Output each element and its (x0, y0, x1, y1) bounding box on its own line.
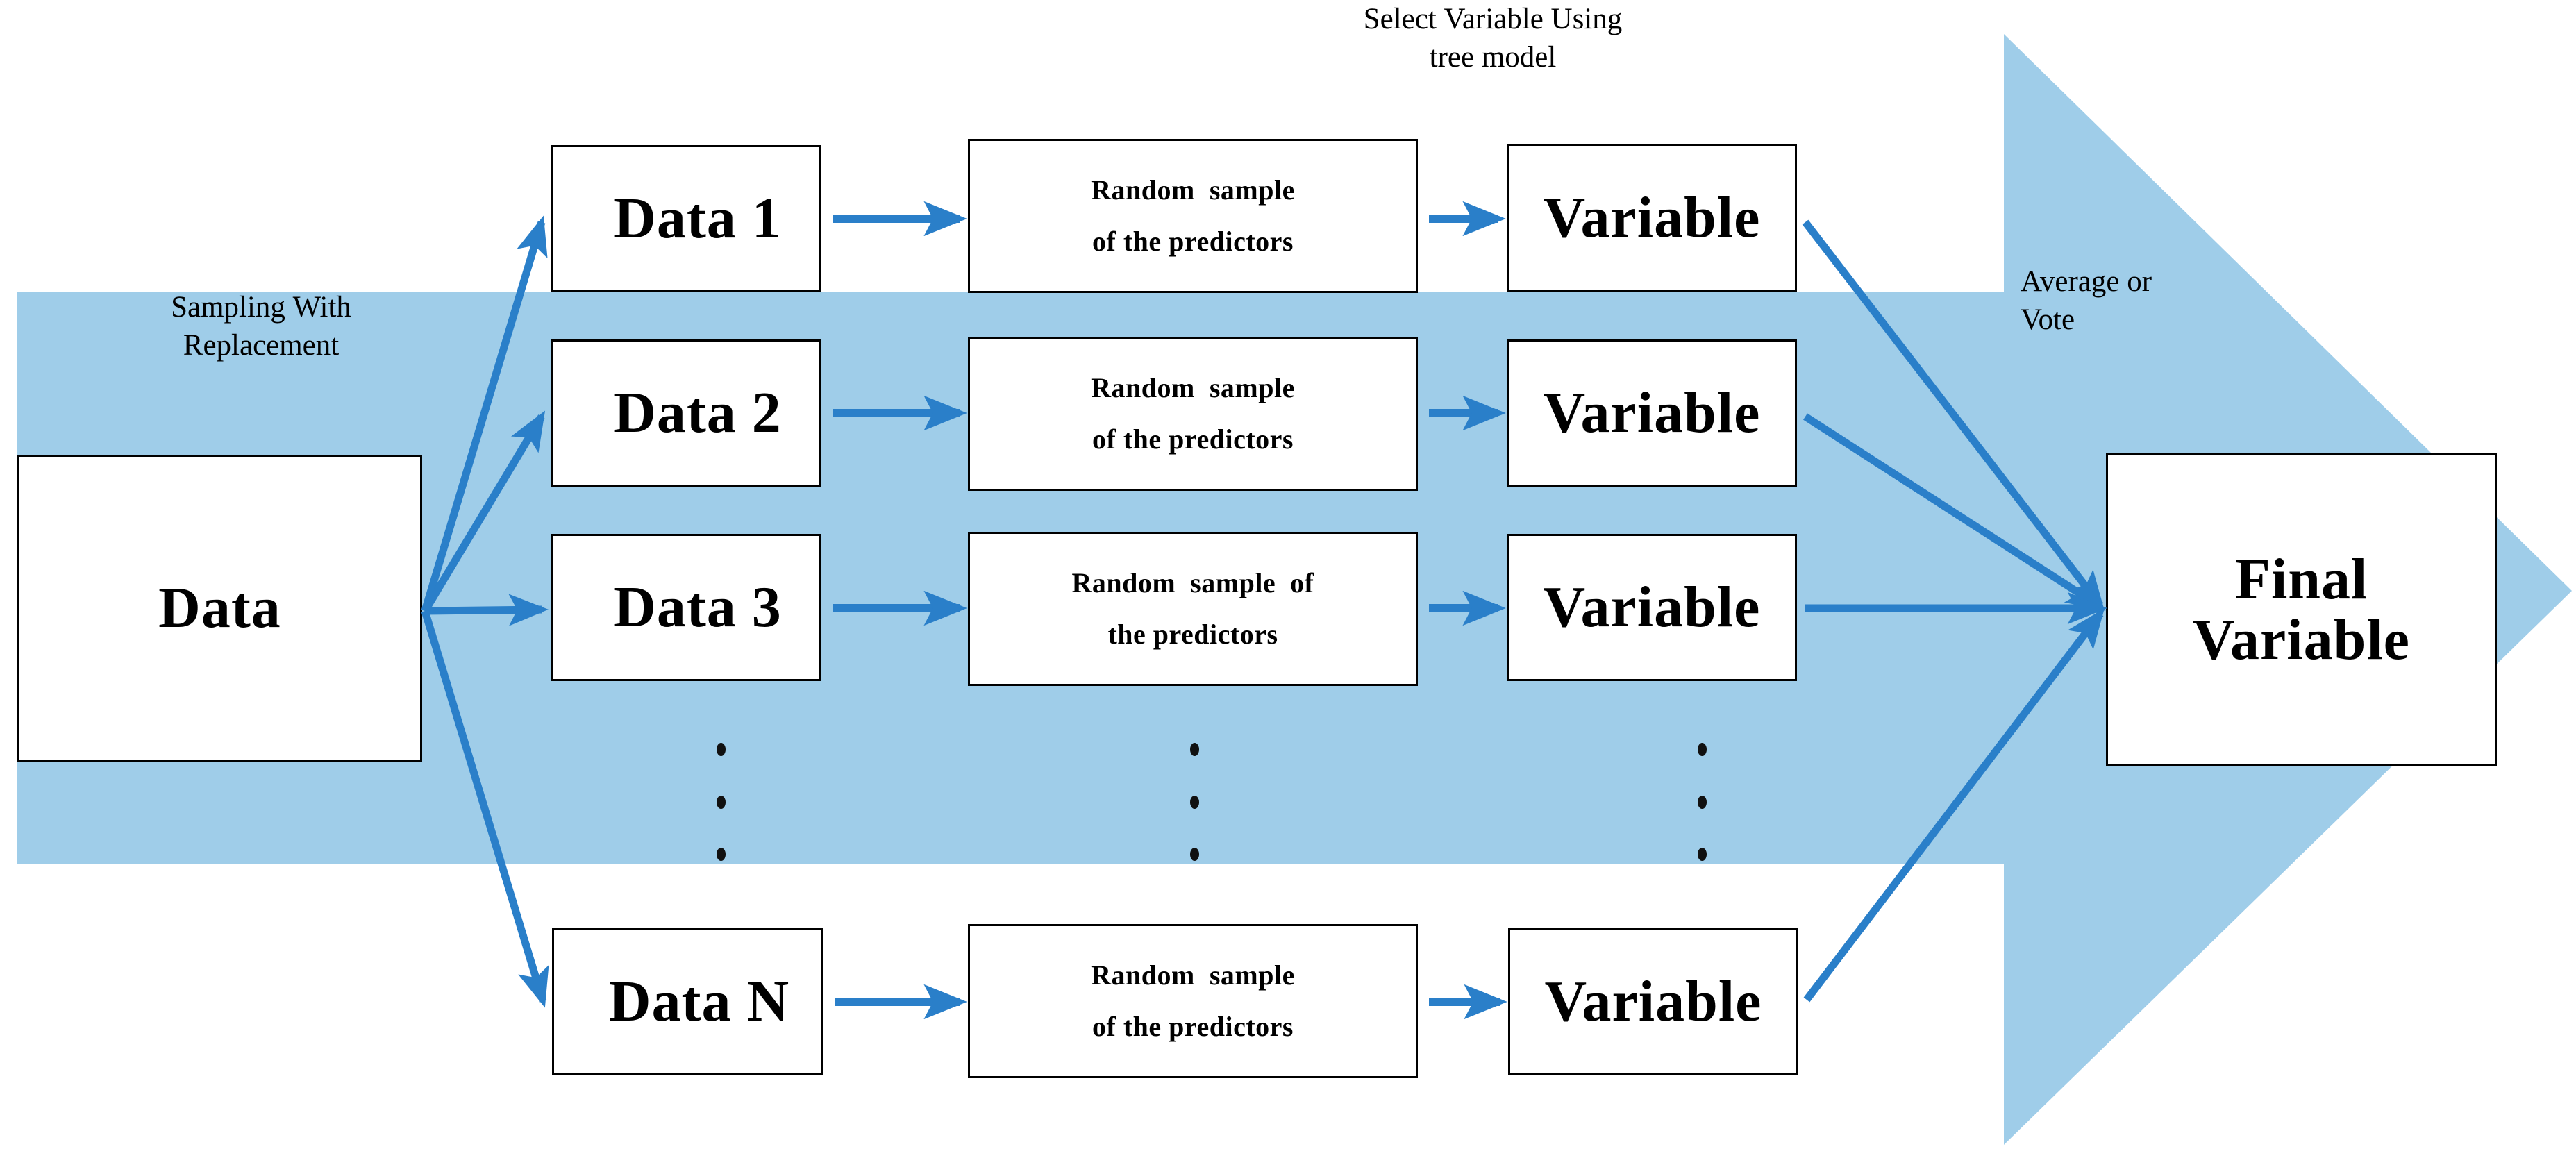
node-data-source-label: Data (158, 576, 281, 641)
node-data-3[interactable]: Data 3 (551, 534, 821, 681)
node-variable-2[interactable]: Variable (1507, 339, 1797, 487)
ellipsis-dot (716, 795, 726, 809)
node-data-n-label: Data N (608, 969, 790, 1034)
node-data-2-label: Data 2 (614, 380, 782, 446)
node-data-3-label: Data 3 (614, 575, 782, 640)
ellipsis-dot (716, 743, 726, 756)
ellipsis-predictor-column (1189, 743, 1200, 861)
ellipsis-dot (1697, 795, 1707, 809)
node-data-1[interactable]: Data 1 (551, 145, 821, 292)
ellipsis-dot (1697, 848, 1707, 861)
node-variable-2-label: Variable (1543, 380, 1761, 446)
node-variable-3-label: Variable (1543, 575, 1761, 640)
ellipsis-dot (1189, 743, 1199, 756)
ellipsis-dot (1189, 795, 1199, 809)
node-variable-3[interactable]: Variable (1507, 534, 1797, 681)
ellipsis-dot (1697, 743, 1707, 756)
ellipsis-dot (1189, 848, 1199, 861)
ellipsis-data-column (715, 743, 726, 861)
ellipsis-variable-column (1696, 743, 1707, 861)
node-variable-1[interactable]: Variable (1507, 144, 1797, 292)
node-data-1-label: Data 1 (614, 186, 782, 251)
node-data-source[interactable]: Data (17, 455, 422, 762)
node-variable-1-label: Variable (1543, 185, 1761, 251)
node-variable-n-label: Variable (1544, 969, 1762, 1034)
node-data-2[interactable]: Data 2 (551, 339, 821, 487)
ellipsis-dot (716, 848, 726, 861)
node-data-n[interactable]: Data N (552, 928, 823, 1075)
node-variable-n[interactable]: Variable (1508, 928, 1798, 1075)
